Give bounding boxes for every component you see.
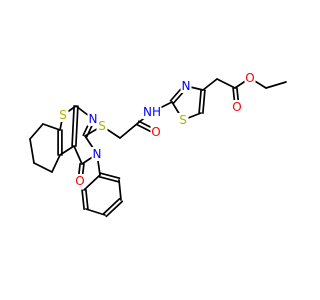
atom-label-background <box>91 147 103 161</box>
bond-pC8a-c4a-1 <box>71 105 75 147</box>
bond-ch2a-tC4 <box>202 78 218 91</box>
bond-ch4-c3a <box>51 154 61 173</box>
bond-tC4-tC5-2 <box>202 89 206 115</box>
bond-cEst-ch2a <box>216 78 236 89</box>
atom-o-ester: O <box>245 71 254 85</box>
bond-ch2-ch3 <box>29 138 35 164</box>
bond-ph4-ph5 <box>85 208 106 216</box>
bond-ch3-ch4 <box>33 162 53 173</box>
bond-ph5-ph6-1 <box>85 188 89 210</box>
atom-n-thiazole: N <box>182 79 191 93</box>
atom-s-thioether: S <box>98 119 106 133</box>
atom-label-background <box>142 105 162 119</box>
atom-label-background <box>74 174 86 188</box>
atom-s-thiophene: S <box>59 108 67 122</box>
bond-ph1-ph2-1 <box>98 175 120 183</box>
atom-label-background <box>180 79 192 93</box>
atom-label-background <box>57 108 69 122</box>
atom-label-background <box>96 119 108 133</box>
atom-n-pyrimidine-phenyl: N <box>93 147 102 161</box>
bond-ethCH3-ethCH2 <box>265 81 287 89</box>
bond-ph3-ph4-2 <box>105 200 124 218</box>
bond-ph1-ph2-2 <box>99 172 121 180</box>
atom-o-amide: O <box>151 125 160 139</box>
bond-c4a-pC4 <box>73 145 83 165</box>
atom-o-carbonyl-ester: O <box>232 100 241 114</box>
bond-ph5-ph6-2 <box>81 189 85 211</box>
atom-o-pyrimidinone: O <box>75 174 84 188</box>
bond-cAm-ch2b <box>119 122 139 139</box>
atom-label-background <box>177 113 189 127</box>
bond-ph3-ph4-1 <box>102 197 121 215</box>
atom-label-background <box>150 125 162 139</box>
atom-n-pyrimidine-top: N <box>89 112 98 126</box>
atom-label-background <box>87 112 99 126</box>
bond-ch1-ch2 <box>29 123 44 140</box>
atom-nh-amide: NH <box>143 105 161 119</box>
bond-ph6-ph1 <box>83 174 101 191</box>
atom-label-background <box>231 100 243 114</box>
bond-c7a-ch1 <box>42 123 61 131</box>
bond-ph2-ph3 <box>118 179 122 201</box>
bond-lines <box>29 77 287 218</box>
bond-tC4-tC5-1 <box>198 88 202 114</box>
atom-s-thiazole: S <box>179 113 187 127</box>
atom-label-background <box>244 71 256 85</box>
bond-pC8a-c4a-2 <box>75 105 79 147</box>
